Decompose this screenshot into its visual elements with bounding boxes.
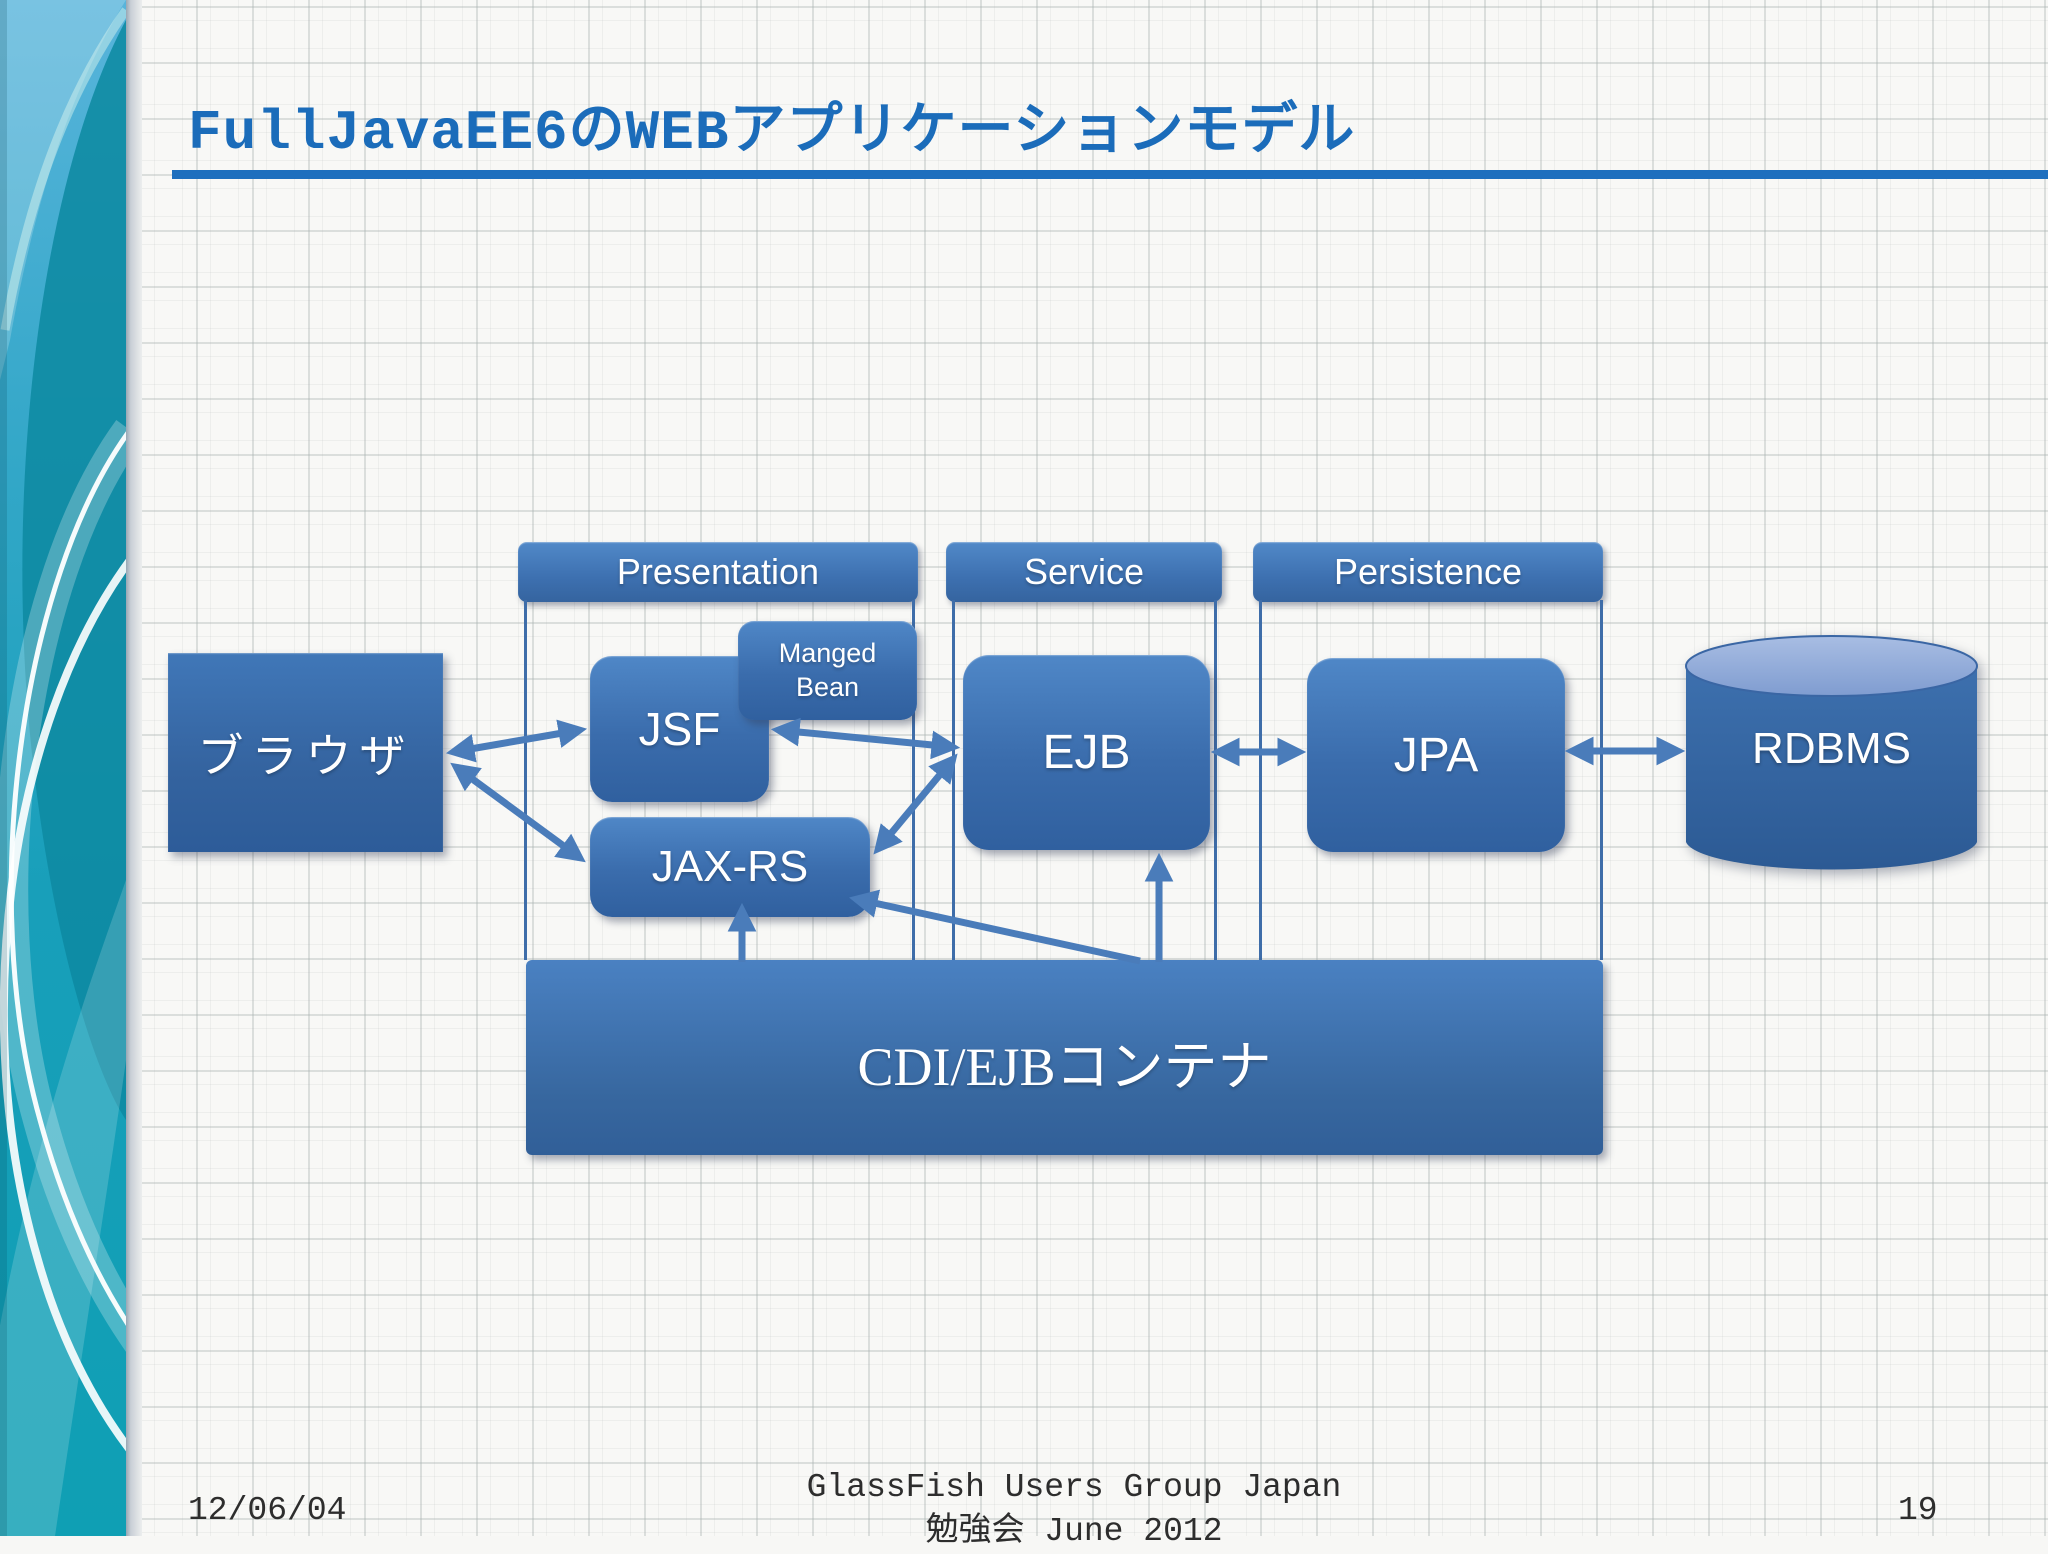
node-browser: ブラウザ — [168, 653, 443, 852]
node-managed-bean-label-line1: Manged — [778, 637, 877, 668]
footer-group-credit-line2: 勉強会 June 2012 — [925, 1513, 1223, 1550]
column-header-service: Service — [946, 542, 1222, 602]
node-jsf: JSF — [590, 656, 769, 802]
node-jax-rs: JAX-RS — [590, 817, 870, 917]
presentation-column-left-line — [524, 600, 527, 960]
sidebar-edge-strip — [126, 0, 142, 1536]
footer-group-credit-line1: GlassFish Users Group Japan — [806, 1469, 1342, 1506]
title-underline — [172, 170, 2048, 179]
node-jpa: JPA — [1307, 658, 1565, 852]
column-header-presentation: Presentation — [518, 542, 918, 602]
persistence-column-left-line — [1259, 600, 1262, 960]
node-cdi-ejb-container-label: CDI/EJBコンテナ — [857, 1037, 1272, 1097]
service-column-right-line — [1214, 600, 1217, 960]
column-header-persistence-label: Persistence — [1333, 551, 1523, 592]
node-rdbms: RDBMS — [1685, 634, 1978, 890]
footer-page-number: 19 — [1898, 1492, 1938, 1529]
node-rdbms-label: RDBMS — [1752, 724, 1911, 773]
sidebar-swoosh-decoration — [0, 0, 126, 1536]
node-ejb: EJB — [963, 655, 1210, 850]
persistence-column-right-line — [1600, 600, 1603, 960]
footer-date: 12/06/04 — [188, 1492, 347, 1529]
node-jsf-label: JSF — [638, 703, 721, 755]
node-managed-bean: Manged Bean — [738, 621, 917, 720]
column-header-service-label: Service — [1023, 551, 1145, 592]
node-jpa-label: JPA — [1393, 728, 1479, 782]
column-header-presentation-label: Presentation — [616, 551, 820, 592]
node-ejb-label: EJB — [1042, 726, 1131, 779]
node-browser-label: ブラウザ — [197, 730, 414, 782]
node-managed-bean-label-line2: Bean — [795, 671, 860, 702]
database-cylinder-icon — [1685, 635, 1978, 870]
node-jax-rs-label: JAX-RS — [651, 842, 809, 891]
footer-group-credit: GlassFish Users Group Japan 勉強会 June 201… — [524, 1466, 1624, 1554]
service-column-left-line — [952, 600, 955, 960]
column-header-persistence: Persistence — [1253, 542, 1603, 602]
node-cdi-ejb-container: CDI/EJBコンテナ — [526, 960, 1603, 1155]
page-title: FullJavaEE6のWEBアプリケーションモデル — [188, 101, 1356, 165]
